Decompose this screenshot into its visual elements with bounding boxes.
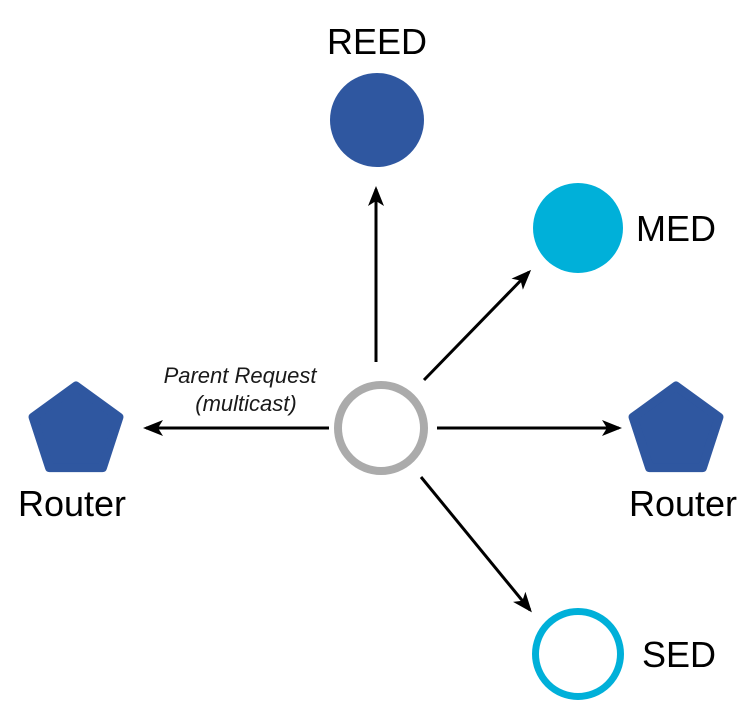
parent-request-message: Parent Request (multicast) — [164, 363, 318, 416]
parent-request-arrows — [143, 186, 622, 613]
reed-label: REED — [327, 21, 427, 62]
sed-node: SED — [532, 608, 716, 700]
center-node-icon — [334, 381, 428, 475]
router-left-node-icon — [28, 381, 124, 473]
message-line2: (multicast) — [195, 391, 296, 416]
med-node-icon — [533, 183, 623, 273]
med-node: MED — [533, 183, 716, 273]
med-label: MED — [636, 208, 716, 249]
reed-node-icon — [330, 73, 424, 167]
router-right-node-icon — [628, 381, 724, 473]
arrow-to-sed — [419, 476, 532, 613]
router-right-label: Router — [629, 483, 737, 524]
center-child-node — [334, 381, 428, 475]
router-right-node: Router — [628, 381, 737, 524]
message-line1: Parent Request — [164, 363, 318, 388]
router-left-node: Router — [18, 381, 126, 524]
router-left-label: Router — [18, 483, 126, 524]
sed-label: SED — [642, 634, 716, 675]
reed-node: REED — [327, 21, 427, 167]
arrow-to-med — [422, 269, 532, 382]
sed-node-icon — [532, 608, 624, 700]
